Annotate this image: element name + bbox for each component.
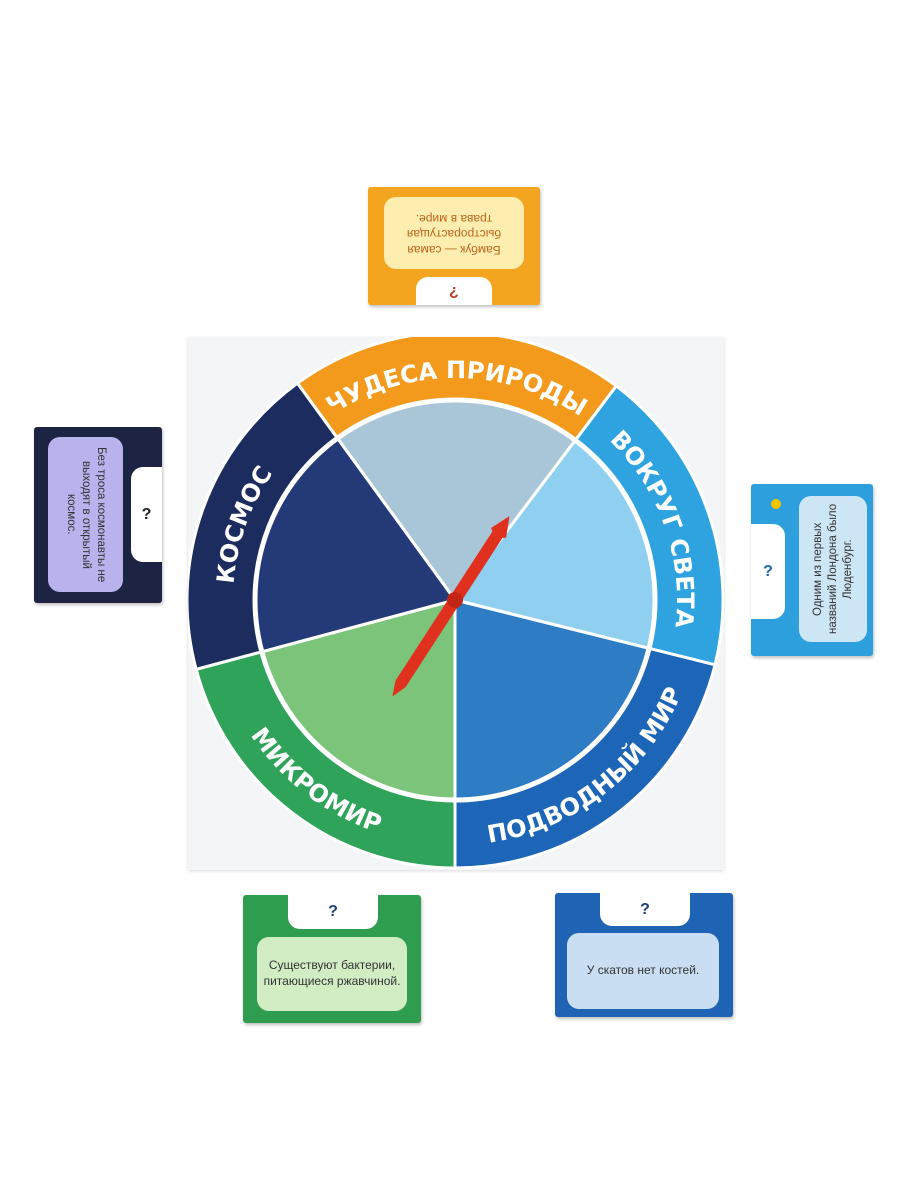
card-text-panel: У скатов нет костей. (567, 933, 719, 1009)
question-tab: ? (416, 277, 492, 305)
card-fact-text: Одним из первых названий Лондона было Лю… (811, 503, 854, 635)
question-mark: ? (131, 467, 162, 562)
card-fact-text: Бамбук — самая быстрорастущая трава в ми… (406, 211, 502, 257)
card-sea[interactable]: ? У скатов нет костей. (555, 893, 733, 1017)
spinner-arrow[interactable] (385, 511, 517, 701)
question-mark: ? (288, 895, 378, 929)
question-mark: ? (449, 283, 459, 300)
card-micro[interactable]: ? Существуют бактерии, питающиеся ржавчи… (243, 895, 421, 1023)
inner-ring (252, 397, 658, 803)
card-fact-text: Существуют бактерии, питающиеся ржавчино… (263, 958, 401, 988)
card-text-panel: Существуют бактерии, питающиеся ржавчино… (257, 937, 407, 1011)
card-world[interactable]: Одним из первых названий Лондона было Лю… (751, 484, 873, 656)
question-mark: ? (600, 893, 690, 926)
arrow-pivot (447, 592, 463, 608)
card-fact-text: Без троса космонавты не выходят в открыт… (65, 446, 107, 583)
card-fact-text: У скатов нет костей. (586, 963, 700, 978)
card-space[interactable]: Без троса космонавты не выходят в открыт… (34, 427, 162, 603)
question-mark: ? (751, 524, 785, 619)
card-nature[interactable]: Бамбук — самая быстрорастущая трава в ми… (368, 187, 540, 305)
card-text-panel: Бамбук — самая быстрорастущая трава в ми… (384, 197, 524, 269)
sun-icon (771, 499, 781, 509)
card-text-panel: Без троса космонавты не выходят в открыт… (48, 437, 123, 592)
card-text-panel: Одним из первых названий Лондона было Лю… (799, 496, 867, 642)
